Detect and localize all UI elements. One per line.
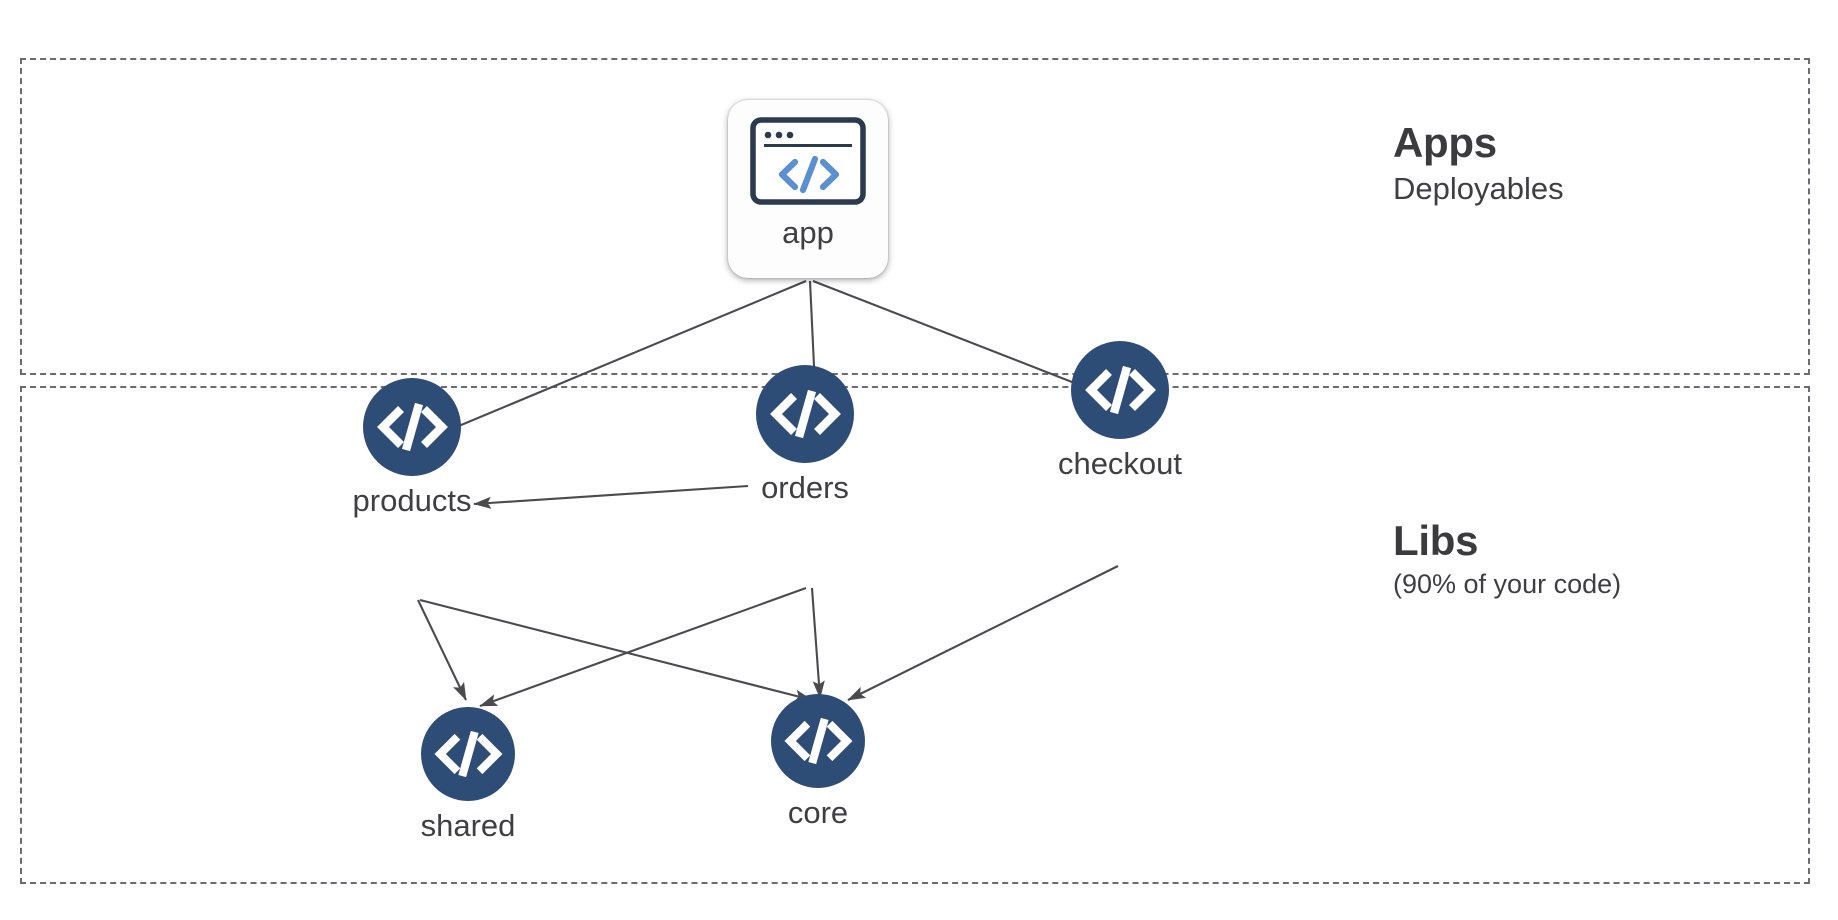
code-brackets-icon [771, 694, 865, 788]
zone-libs-subtitle: (90% of your code) [1393, 569, 1622, 599]
node-core[interactable]: core [723, 694, 913, 830]
code-brackets-icon [756, 365, 854, 463]
node-products[interactable]: products [317, 378, 507, 518]
node-checkout-label: checkout [1057, 446, 1183, 481]
zone-apps [20, 58, 1810, 375]
zone-libs-legend: Libs (90% of your code) [1393, 520, 1621, 602]
node-products-label: products [352, 483, 472, 518]
zone-libs-title: Libs [1393, 517, 1479, 564]
node-app[interactable]: app [728, 100, 888, 278]
zone-apps-legend: Apps Deployables [1393, 122, 1564, 209]
code-brackets-icon [421, 707, 515, 801]
node-shared[interactable]: shared [373, 707, 563, 843]
node-app-label: app [782, 215, 834, 250]
zone-libs [20, 386, 1810, 884]
node-orders-label: orders [761, 470, 849, 505]
node-core-label: core [787, 795, 849, 830]
browser-window-code-icon [749, 116, 867, 206]
code-brackets-icon [363, 378, 461, 476]
node-checkout[interactable]: checkout [1025, 341, 1215, 481]
node-orders[interactable]: orders [710, 365, 900, 505]
zone-apps-subtitle: Deployables [1393, 171, 1564, 206]
code-brackets-icon [1071, 341, 1169, 439]
node-shared-label: shared [420, 808, 516, 843]
zone-apps-title: Apps [1393, 119, 1497, 166]
